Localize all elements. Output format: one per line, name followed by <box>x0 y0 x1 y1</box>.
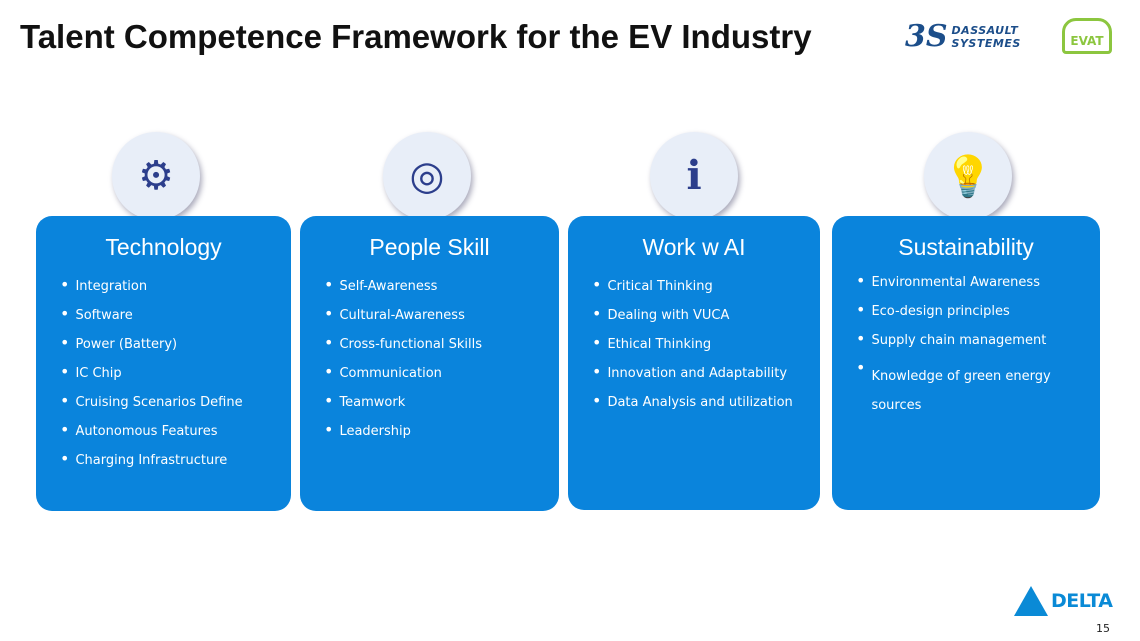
evat-logo: EVAT <box>1062 18 1112 54</box>
list-item: Data Analysis and utilization <box>568 395 820 424</box>
list-item: Knowledge of green energy sources <box>832 362 1062 420</box>
card-title: Work w AI <box>642 234 746 260</box>
dassault-line1: DASSAULT <box>951 24 1019 37</box>
list-item: Supply chain management <box>832 333 1100 362</box>
technology-illustration-icon: ⚙ <box>112 132 200 220</box>
delta-logo: DELTA <box>1014 586 1113 616</box>
page-title: Talent Competence Framework for the EV I… <box>20 18 812 55</box>
list-item: Cultural-Awareness <box>300 308 559 337</box>
evat-text: EVAT <box>1070 34 1104 48</box>
people-skill-illustration-icon: ◎ <box>383 132 471 220</box>
list-item: Power (Battery) <box>36 337 291 366</box>
list-item: Charging Infrastructure <box>36 453 291 482</box>
list-item: Environmental Awareness <box>832 275 1100 304</box>
card-people-skill: People Skill Self-Awareness Cultural-Awa… <box>300 216 559 511</box>
list-item: Cross-functional Skills <box>300 337 559 366</box>
list-item: Ethical Thinking <box>568 337 820 366</box>
list-item: Teamwork <box>300 395 559 424</box>
list-item: Dealing with VUCA <box>568 308 820 337</box>
list-item: Communication <box>300 366 559 395</box>
dassault-line2: SYSTEMES <box>951 37 1021 50</box>
ai-illustration-icon: ℹ <box>650 132 738 220</box>
delta-triangle-icon <box>1014 586 1048 616</box>
list-item: IC Chip <box>36 366 291 395</box>
list-item: Eco-design principles <box>832 304 1100 333</box>
list-item: Self-Awareness <box>300 279 559 308</box>
list-item: Innovation and Adaptability <box>568 366 820 395</box>
card-sustainability: Sustainability Environmental Awareness E… <box>832 216 1100 510</box>
card-title: Sustainability <box>898 234 1034 260</box>
list-item: Critical Thinking <box>568 279 820 308</box>
card-title: Technology <box>105 234 222 260</box>
list-item: Autonomous Features <box>36 424 291 453</box>
list-item: Cruising Scenarios Define <box>36 395 291 424</box>
sustainability-illustration-icon: 💡 <box>924 132 1012 220</box>
page-number: 15 <box>1096 622 1110 635</box>
dassault-mark: 3S <box>905 19 948 54</box>
card-technology: Technology Integration Software Power (B… <box>36 216 291 511</box>
list-item: Leadership <box>300 424 559 453</box>
card-title: People Skill <box>369 234 490 260</box>
list-item: Integration <box>36 279 291 308</box>
delta-text: DELTA <box>1051 590 1113 612</box>
list-item: Software <box>36 308 291 337</box>
card-work-with-ai: Work w AI Critical Thinking Dealing with… <box>568 216 820 510</box>
